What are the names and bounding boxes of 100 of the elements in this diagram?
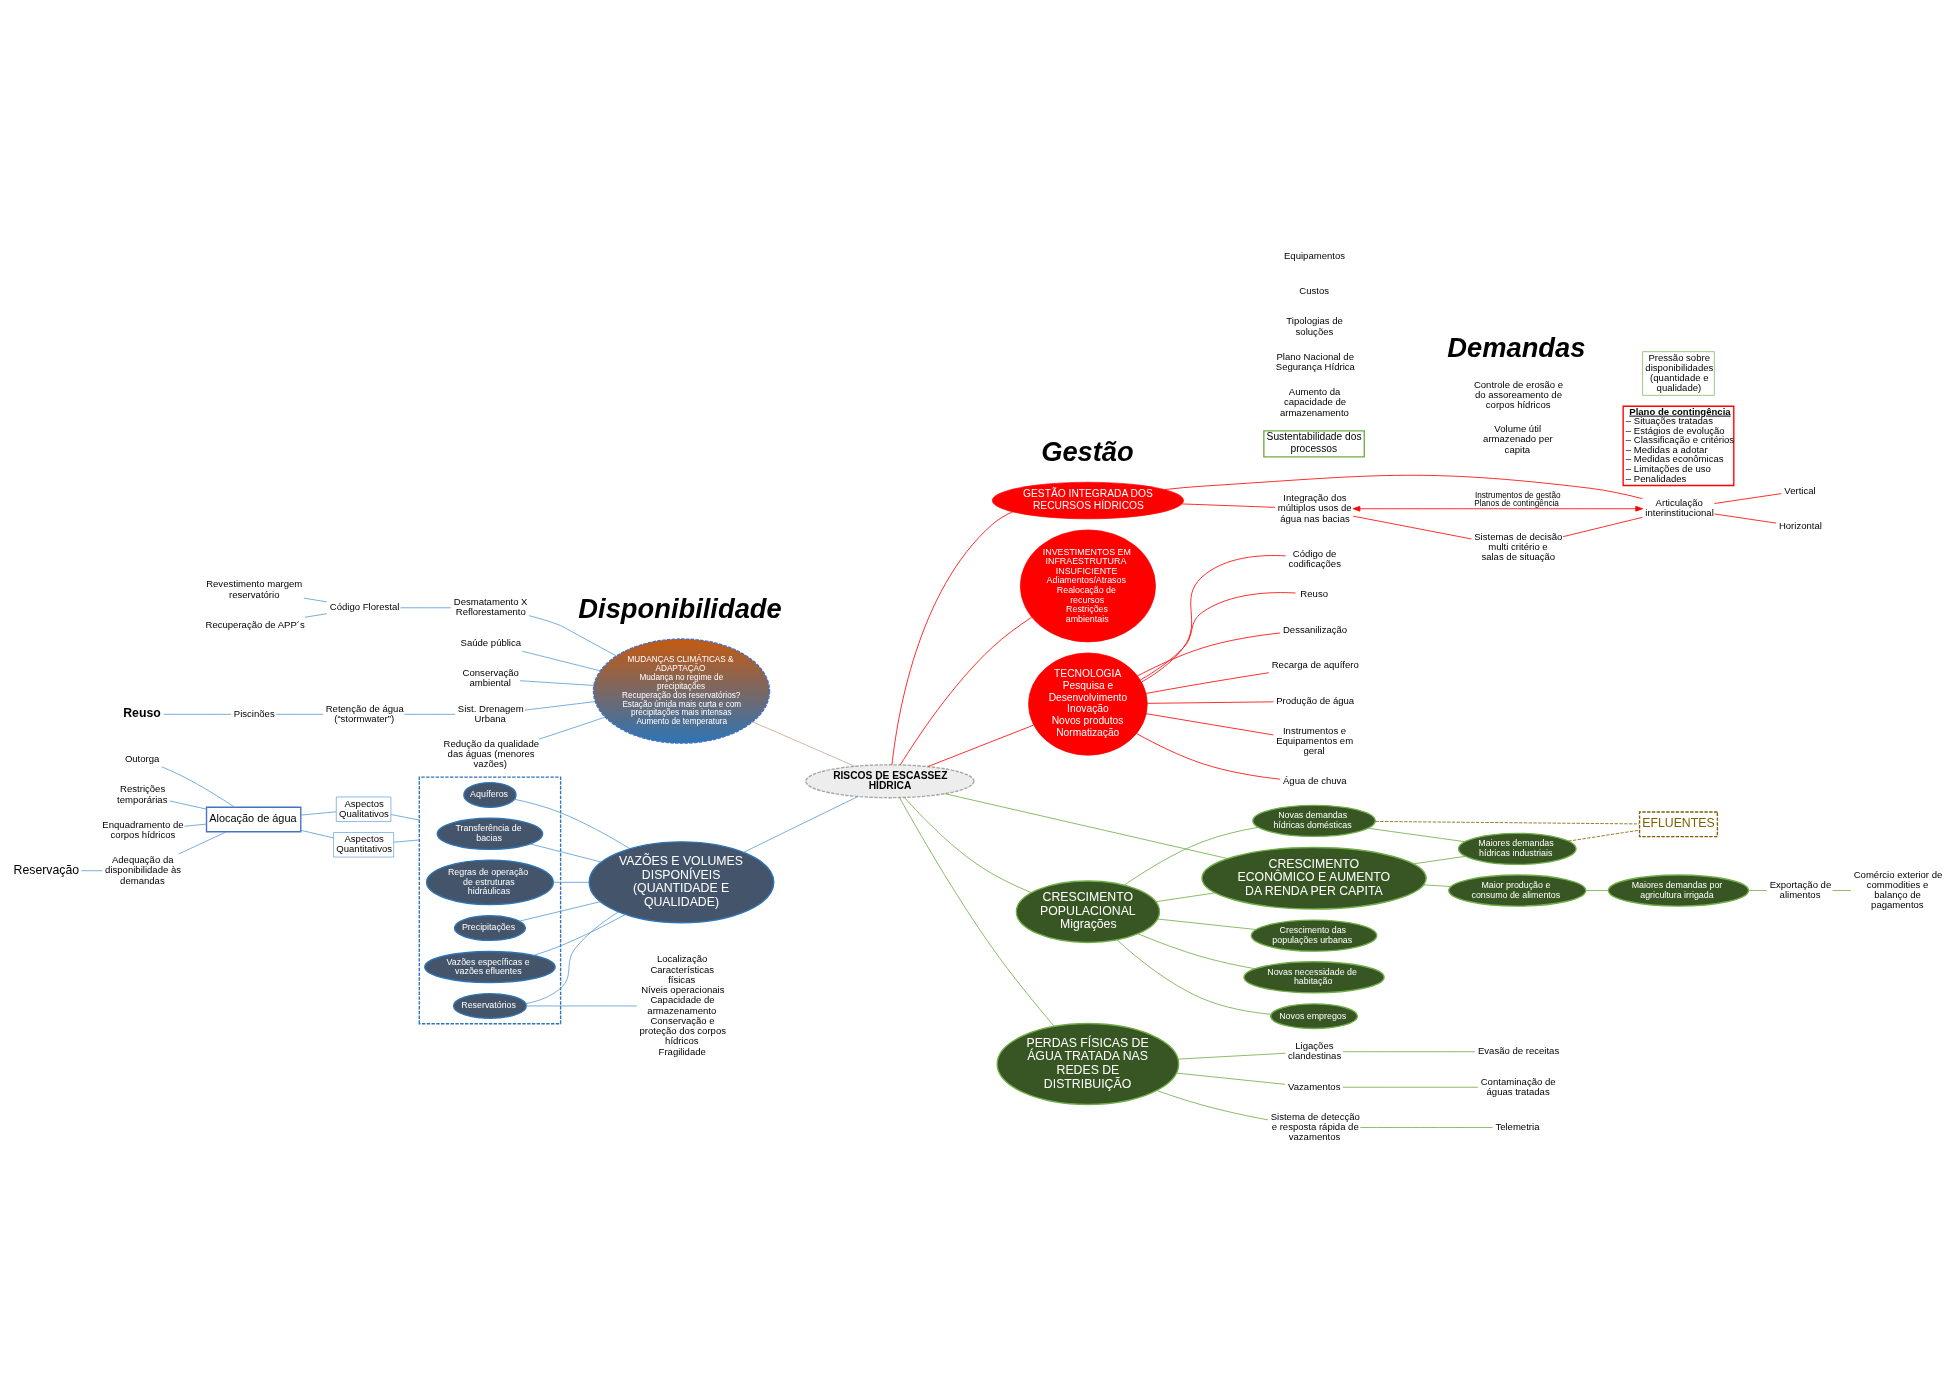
connector	[1136, 733, 1281, 780]
node-ellipse: TECNOLOGIA Pesquisa e Desenvolvimento Inovação Novos produtos Normatização	[1028, 652, 1148, 756]
connector	[1139, 592, 1296, 681]
connector	[1359, 1127, 1493, 1128]
connector	[178, 831, 227, 855]
node-box: Sustentabilidade dos processos	[1263, 430, 1365, 458]
connector	[927, 724, 1034, 767]
connector	[1157, 918, 1257, 930]
node-text: Produção de água	[1276, 694, 1355, 706]
node-ellipse: GESTÃO INTEGRADA DOS RECURSOS HÍDRICOS	[991, 481, 1184, 520]
node-ellipse: INVESTIMENTOS EM INFRAESTRUTURA INSUFICIENTE Adiamentos/Atrasos Realocação de recursos Restrições ambientais	[1020, 529, 1156, 643]
node-text: Vazamentos	[1288, 1080, 1341, 1092]
connector	[1176, 1072, 1286, 1085]
label: Demandas	[1447, 332, 1586, 364]
node-text: Revestimento margem reservatório	[206, 578, 303, 600]
node-text: Piscinões	[233, 707, 275, 719]
node-text: Contaminação de águas tratadas	[1480, 1075, 1556, 1097]
connector	[528, 615, 617, 657]
node-text: Outorga	[124, 752, 160, 764]
node-text: Recarga de aquífero	[1271, 659, 1359, 671]
connector	[1146, 701, 1274, 704]
node-text: Sistemas de decisão multi critério e salas de situação	[1474, 530, 1563, 563]
node-ellipse: Vazões específicas e vazões efluentes	[424, 950, 556, 984]
node-ellipse: Aquíferos	[463, 781, 517, 808]
connector	[519, 901, 601, 922]
node-text: Saúde pública	[460, 636, 522, 648]
node-text: Enquadramento de corpos hídricos	[102, 818, 184, 841]
connector	[1375, 821, 1640, 825]
connector	[529, 843, 602, 863]
connector	[752, 721, 856, 767]
connector	[743, 796, 859, 853]
node-box: EFLUENTES	[1638, 811, 1719, 838]
connector	[1155, 892, 1216, 903]
node-ellipse: Novas demandas hídricas domésticas	[1252, 804, 1376, 838]
connector	[163, 713, 232, 715]
node-text: Adequação da disponibilidade às demandas	[105, 854, 181, 886]
label: Plano Nacional de Segurança Hídrica	[1275, 350, 1355, 373]
node-ellipse: CRESCIMENTO POPULACIONAL Migrações	[1015, 880, 1161, 944]
connector	[1177, 1052, 1286, 1060]
label: Disponibilidade	[578, 593, 782, 625]
connector	[1714, 513, 1777, 524]
connector	[1342, 1051, 1476, 1053]
node-ellipse: Maiores demandas hídricas industriais	[1457, 832, 1577, 866]
connector	[944, 793, 1228, 859]
node-text: Telemetria	[1495, 1121, 1540, 1133]
node-text: Água de chuva	[1282, 775, 1347, 787]
node-ellipse: PERDAS FÍSICAS DE ÁGUA TRATADA NAS REDES DE DISTRIBUIÇÃO	[996, 1022, 1180, 1106]
connector	[1423, 884, 1452, 887]
connector	[1116, 939, 1272, 1015]
node-text: Instrumentos e Equipamentos em geral	[1276, 724, 1354, 757]
connector	[1352, 515, 1472, 540]
connector	[390, 814, 420, 821]
node-box: Pressão sobre disponibilidades (quantidade e qualidade)	[1642, 351, 1715, 396]
node-text: Dessanilização	[1282, 623, 1348, 635]
connector	[393, 839, 420, 843]
node-text: Reuso	[123, 705, 161, 720]
connector	[1137, 933, 1256, 970]
node-text: Reuso	[1300, 588, 1328, 600]
connector	[538, 716, 606, 740]
connector	[521, 650, 601, 672]
node-text: Evasão de receitas	[1477, 1045, 1560, 1057]
connector	[1146, 713, 1274, 736]
connector	[403, 713, 456, 715]
node-box: Aspectos Qualitativos	[335, 796, 392, 822]
connector	[183, 823, 207, 827]
connector	[1164, 474, 1643, 500]
connector	[81, 870, 103, 872]
node-ellipse: RISCOS DE ESCASSEZ HÍDRICA	[805, 764, 975, 799]
node-box: Alocação de água	[205, 806, 302, 833]
connector	[533, 914, 626, 956]
connector	[519, 680, 595, 686]
arrow	[1352, 505, 1643, 512]
node-text: Ligações clandestinas	[1288, 1040, 1342, 1062]
connector	[400, 607, 452, 609]
node-text: Conservação ambiental	[462, 667, 519, 689]
node-ellipse: Transferência de bacias	[436, 817, 544, 851]
label: Controle de erosão e do assoreamento de corpos hídricos	[1473, 378, 1564, 411]
node-ellipse: Novas necessidade de habitação	[1243, 961, 1385, 994]
connector	[1748, 890, 1768, 891]
node-ellipse: Maiores demandas por agricultura irrigada	[1607, 874, 1750, 907]
connector	[304, 613, 328, 618]
label: Equipamentos	[1283, 249, 1346, 261]
connector	[1156, 1090, 1269, 1121]
connector	[300, 811, 337, 816]
connector	[275, 713, 324, 715]
node-text: Integração dos múltiplos usos de água nas bacias	[1277, 492, 1352, 524]
node-text: Redução da qualidade das águas (menores vazões)	[443, 737, 540, 770]
connector	[1714, 493, 1782, 504]
connector	[904, 797, 1032, 894]
connector	[161, 766, 235, 808]
label: Custos	[1299, 285, 1330, 297]
node-text: Retenção de água (“stormwater”)	[325, 702, 404, 724]
node-text: Exportação de alimentos	[1769, 878, 1832, 901]
connector	[1342, 1086, 1479, 1088]
connector	[303, 597, 328, 603]
node-text: Articulação interinstitucional	[1645, 497, 1714, 519]
connector	[891, 511, 1013, 766]
node-ellipse: Regras de operação de estruturas hidráulicas	[425, 859, 554, 906]
connector	[526, 1005, 638, 1007]
node-text: Código Florestal	[329, 601, 400, 613]
